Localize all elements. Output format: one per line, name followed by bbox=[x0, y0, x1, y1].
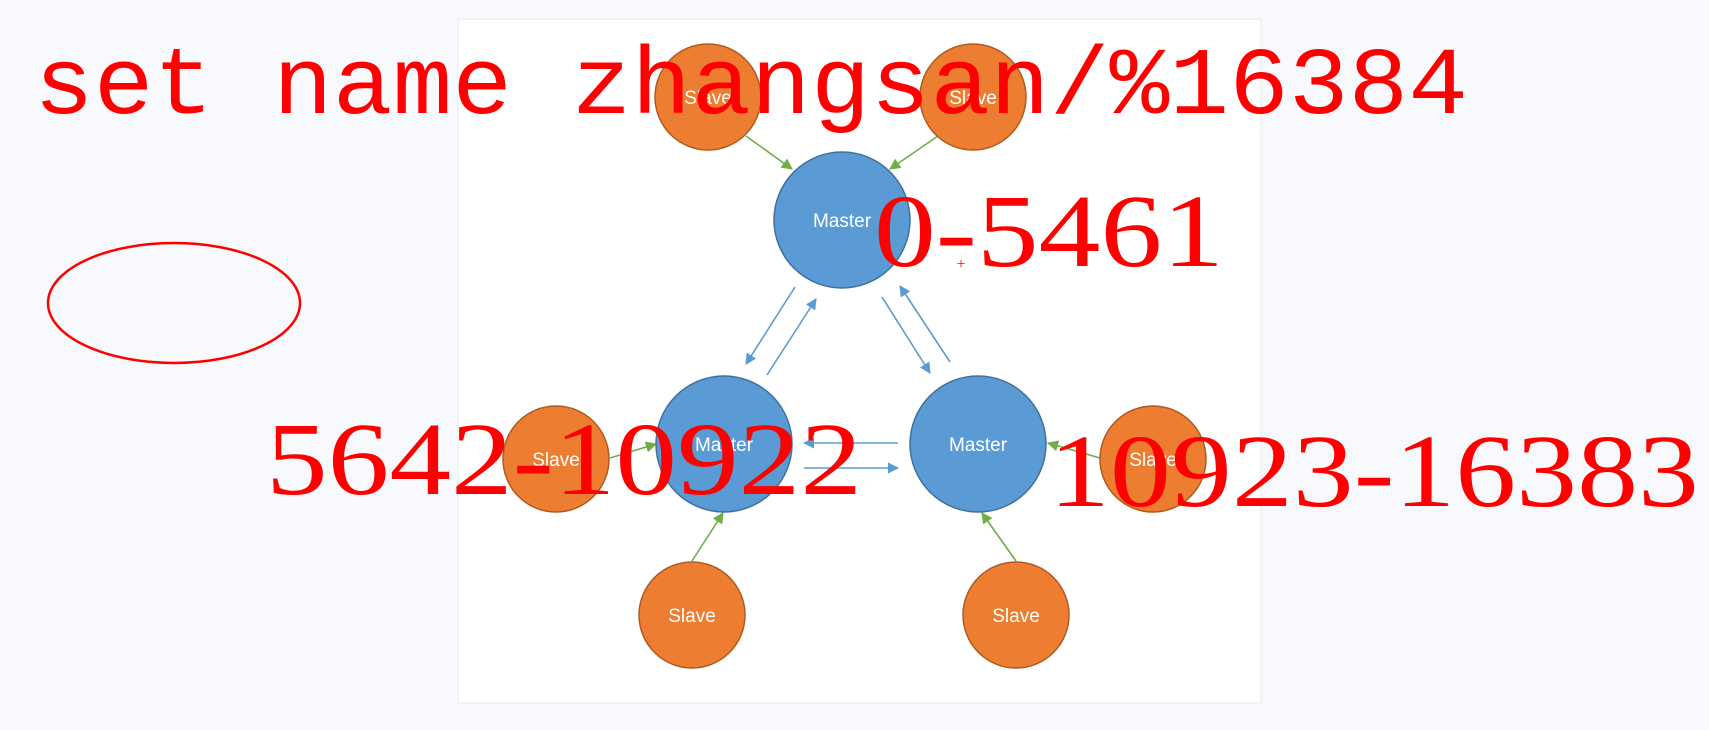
slave-node-top-right: Slave bbox=[919, 43, 1027, 151]
slave-node-left: Slave bbox=[502, 405, 610, 513]
master-links bbox=[745, 285, 951, 474]
replication-links bbox=[609, 135, 1101, 562]
node-label: Master bbox=[695, 435, 754, 456]
node-label: Master bbox=[813, 211, 872, 232]
master-node-left: Master bbox=[655, 375, 793, 513]
slave-node-right: Slave bbox=[1099, 405, 1207, 513]
replica-link-top-left bbox=[745, 135, 793, 170]
node-label: Slave bbox=[1129, 450, 1177, 471]
replica-link-left bbox=[609, 441, 658, 459]
annotation-ellipse bbox=[46, 241, 302, 365]
replica-link-bottom-right bbox=[981, 512, 1017, 562]
node-label: Slave bbox=[532, 450, 580, 471]
node-label: Slave bbox=[992, 606, 1040, 627]
cursor-mark: + bbox=[956, 256, 965, 273]
node-label: Slave bbox=[949, 88, 997, 109]
node-label: Master bbox=[949, 435, 1008, 456]
link-left-to-top bbox=[766, 298, 817, 376]
master-node-right: Master bbox=[909, 375, 1047, 513]
annotation-slot-range-right: 10923-16383 bbox=[1049, 414, 1699, 529]
link-right-to-top bbox=[899, 285, 951, 363]
replica-link-right bbox=[1046, 440, 1101, 459]
replica-link-bottom-left bbox=[691, 512, 724, 562]
slave-node-bottom-right: Slave bbox=[962, 561, 1070, 669]
slave-node-bottom-left: Slave bbox=[638, 561, 746, 669]
slide-panel bbox=[457, 18, 1262, 704]
slave-node-top-left: Slave bbox=[654, 43, 762, 151]
annotation-command: set name zhangsan/%16384 bbox=[34, 33, 1468, 142]
annotation-slot-range-left: 5642-10922 bbox=[266, 402, 862, 517]
link-top-to-right bbox=[881, 296, 931, 374]
master-node-top: Master bbox=[773, 151, 911, 289]
link-top-to-left bbox=[745, 286, 796, 365]
replica-link-top-right bbox=[889, 135, 939, 170]
node-label: Slave bbox=[684, 88, 732, 109]
node-label: Slave bbox=[668, 606, 716, 627]
annotation-slot-range-top: 0-5461 bbox=[874, 174, 1224, 289]
